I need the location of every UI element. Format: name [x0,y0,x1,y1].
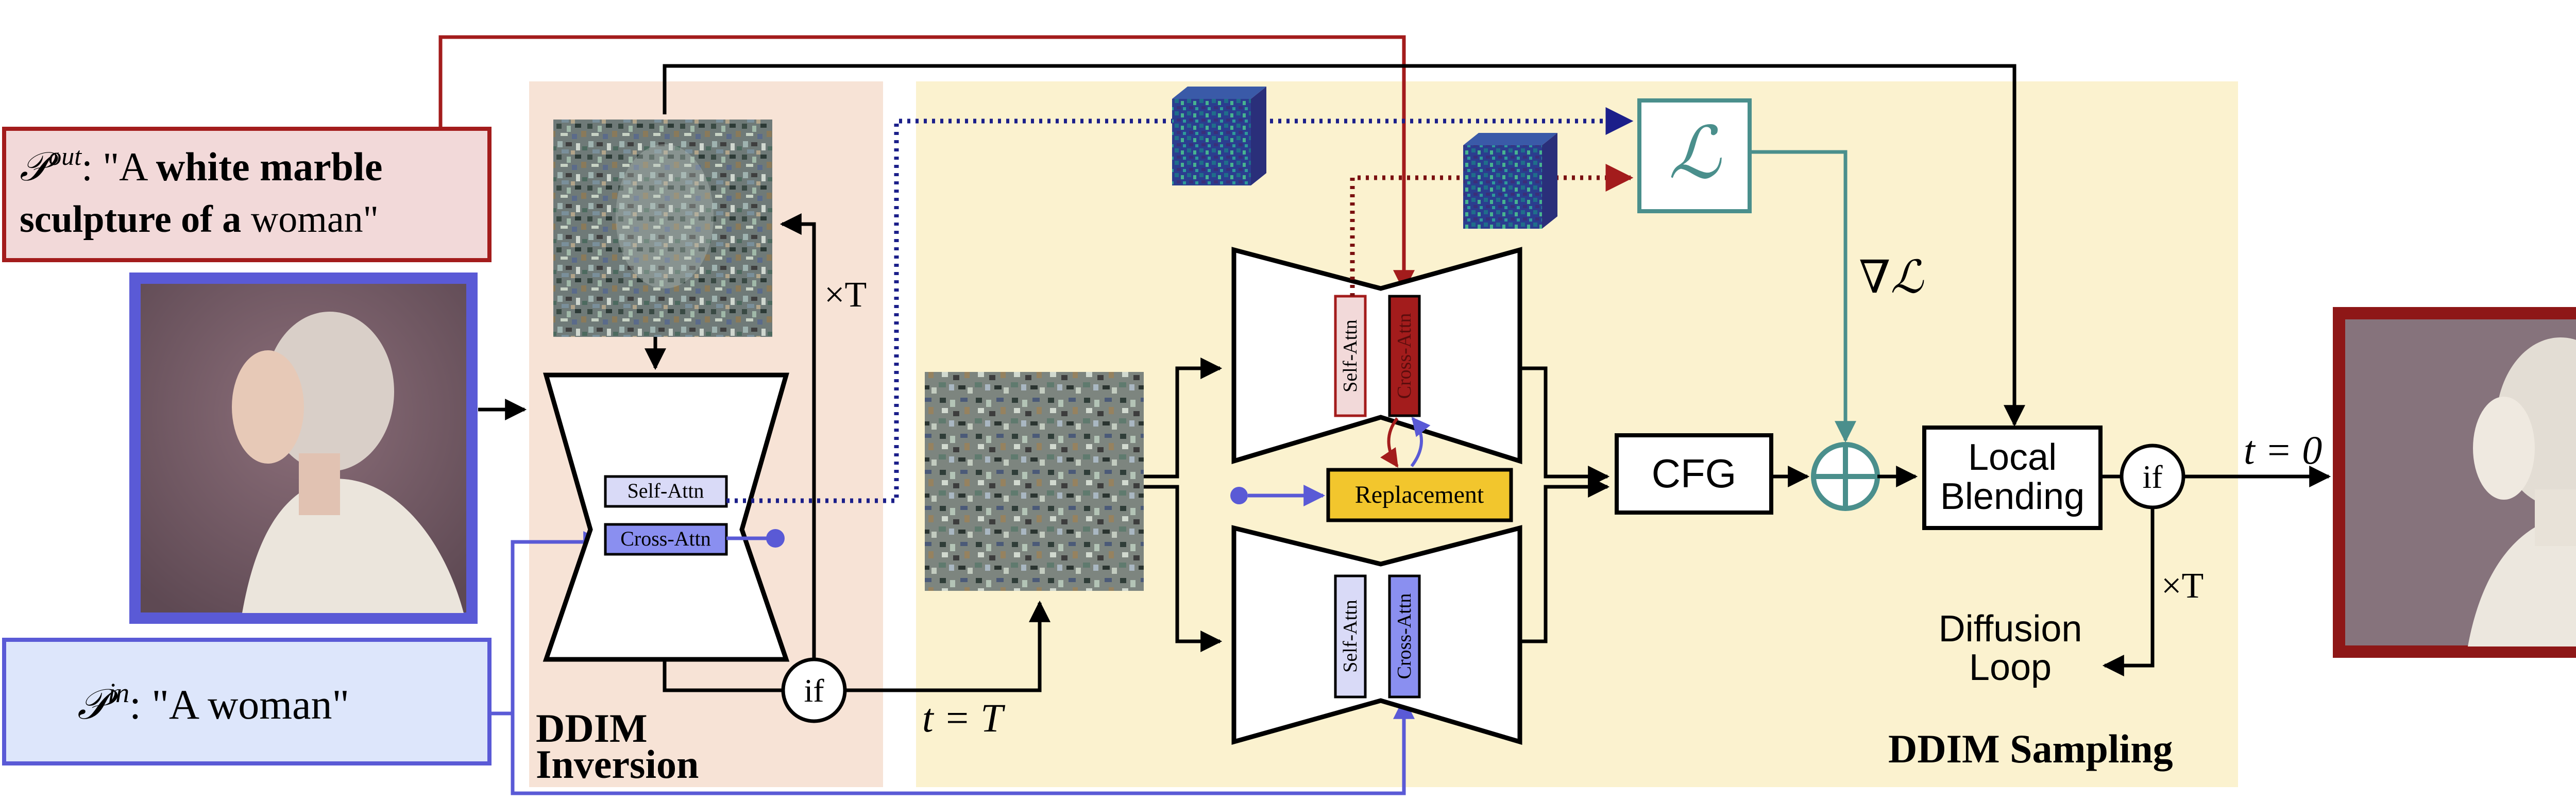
inversion-title-line1: DDIM [536,706,648,751]
upper-unet-to-cfg [1520,366,1610,487]
sampling-if-label: if [2142,458,2163,495]
replacement-to-cross-attn-red [1380,417,1399,468]
upper-unet [1231,247,1522,465]
replacement-to-cross-attn-blue [1410,417,1431,467]
inversion-self-attn-label: Self-Attn [628,479,704,502]
cfg-block [1615,433,1773,515]
cfg-label: CFG [1652,451,1737,496]
in-prompt-to-sampling-connector [511,697,1415,795]
upper-cross-attn-label: Cross-Attn [1394,313,1415,399]
loss-label: ℒ [1669,114,1722,194]
replacement-label: Replacement [1355,481,1484,508]
sampling-noisy-latent [925,372,1144,591]
out-prompt-connector [438,35,1415,292]
out-prompt-box: 𝒫out: "A white marble sculpture of a wom… [2,127,492,262]
sampling-times-t: ×T [2161,566,2204,606]
grad-loss-label: ∇ℒ [1859,253,1924,303]
diffusion-loop-line1: Diffusion [1939,608,2082,650]
inversion-exit-arrow [845,600,1050,692]
diffusion-loop-arrow [2102,507,2155,676]
latent-to-upper-unet-arrow [1144,358,1223,479]
input-portrait [129,273,478,624]
sampling-title: DDIM Sampling [1888,726,2173,771]
lower-self-attn-block [1334,574,1367,699]
inversion-self-attn-block [604,475,728,508]
inversion-cross-attn-block [604,523,728,556]
inversion-noisy-latent [553,120,772,337]
t-equals-T: t = T [922,695,1005,740]
inversion-cross-attn-label: Cross-Attn [620,527,711,550]
loss-block [1637,98,1752,213]
upper-self-attn-to-loss-dotted [1350,164,1634,296]
upper-self-attn-block [1334,295,1367,417]
inversion-times-t: ×T [824,275,867,315]
lower-cross-attn-block [1388,574,1421,699]
cross-attn-dot [766,529,785,548]
lower-unet-to-cfg [1520,476,1610,643]
in-prompt-box: 𝒫in: "A woman" [2,638,492,765]
output-portrait [2333,307,2576,658]
out-prompt-end: woman" [241,198,379,241]
out-prompt-open-quote: "A [93,144,156,189]
inversion-if-label: if [804,672,824,709]
replacement-input-dot [1230,487,1248,504]
inversion-bottom-connector [663,659,783,692]
in-prompt-to-inversion-connector [489,531,605,716]
diffusion-loop-line2: Loop [1969,647,2052,688]
upper-cross-attn-block [1388,295,1421,417]
out-prompt-bold-line1: white marble [156,144,383,189]
out-prompt-colon: : [81,144,93,189]
latent-to-lower-unet-arrow [1144,485,1223,652]
lower-self-attn-label: Self-Attn [1340,600,1361,672]
out-prompt-bold-line2: sculpture of a [20,198,241,241]
svg-text:𝒫in: "A woman": 𝒫in: "A woman" [77,677,349,728]
feature-map-cube-target [1463,133,1557,229]
local-blending-line1: Local [1968,437,2057,478]
inversion-title-line2: Inversion [536,742,699,787]
in-prompt-text: : "A woman" [129,681,349,728]
inversion-unet [543,372,790,662]
upper-self-attn-label: Self-Attn [1340,319,1361,392]
inversion-loop-back-arrow [779,213,816,659]
local-blending-block [1922,425,2103,530]
local-blending-line2: Blending [1940,476,2084,517]
svg-text:sculpture of a woman": sculpture of a woman" [20,198,379,241]
lower-unet [1231,525,1522,745]
source-to-blending-connector [663,64,2025,427]
loss-gradient-arrow [1750,150,1856,443]
t-equals-0: t = 0 [2244,428,2322,472]
lower-cross-attn-label: Cross-Attn [1394,593,1415,679]
replacement-block [1326,468,1513,522]
out-prompt-superscript: out [48,142,82,171]
in-prompt-superscript: in [108,677,129,708]
feature-map-cube-source [1172,87,1266,185]
svg-text:𝒫out: "A white marble: 𝒫out: "A white marble [20,142,382,189]
